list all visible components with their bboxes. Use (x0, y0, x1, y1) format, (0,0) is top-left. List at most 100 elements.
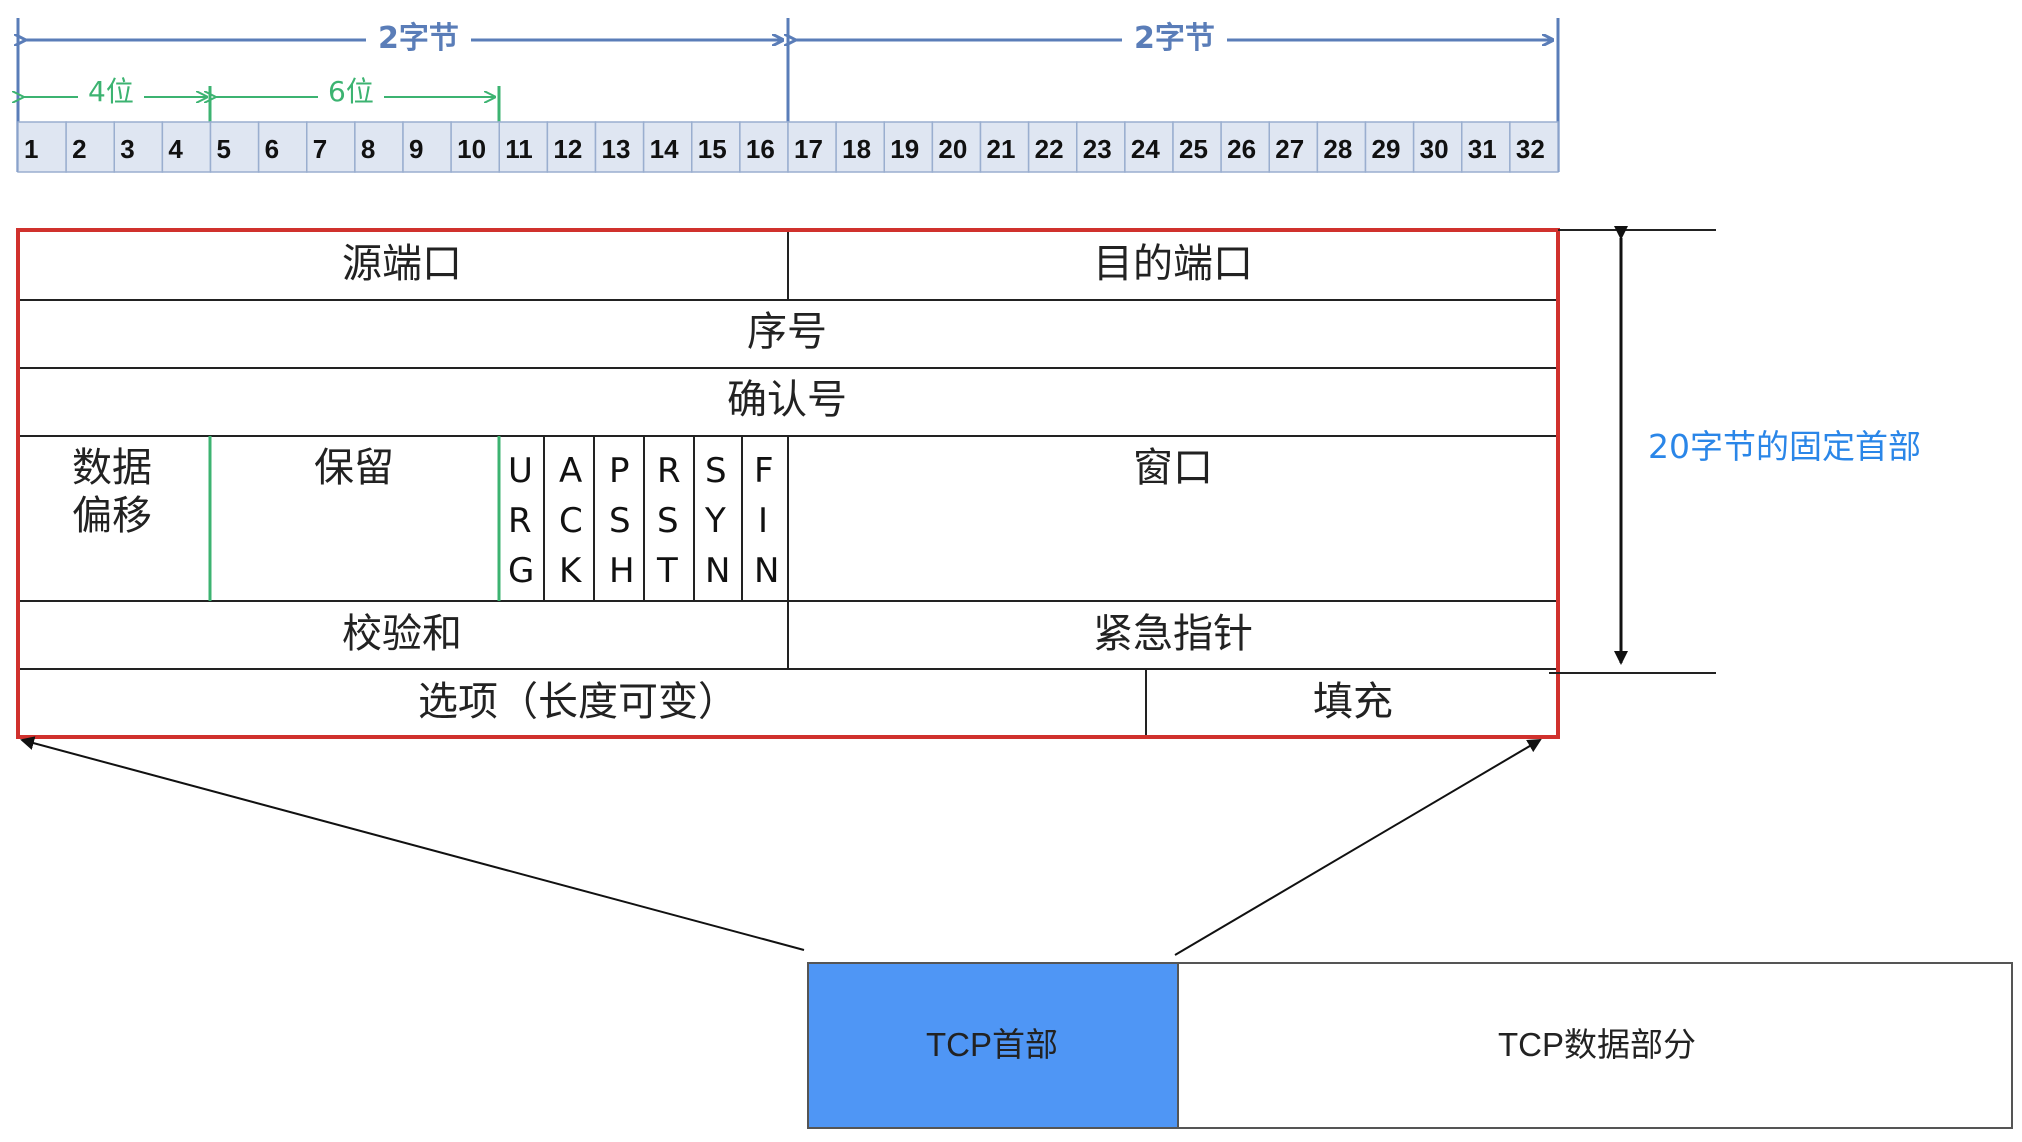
byte-label-2: 2字节 (1122, 24, 1227, 54)
flag-fin-char-2: I (758, 501, 769, 541)
bit-number: 10 (457, 134, 486, 164)
bit-number: 22 (1035, 134, 1064, 164)
bit-cell (1412, 121, 1463, 173)
header-table-border (16, 228, 1560, 739)
bit-cell (691, 121, 741, 173)
field-sequence-number: 序号 (747, 309, 827, 355)
expand-line-right (1174, 738, 1542, 956)
bit-number: 12 (553, 134, 582, 164)
bit-cell (1027, 121, 1078, 173)
bit-cell (257, 121, 308, 173)
field-urgent-pointer: 紧急指针 (1093, 611, 1253, 657)
field-destination-port: 目的端口 (1093, 241, 1253, 287)
field-data-offset-line2: 偏移 (72, 493, 152, 539)
bit-cell (1220, 121, 1270, 173)
tcp-data-label: TCP数据部分 (1498, 1026, 1696, 1063)
bit-number: 5 (217, 134, 231, 164)
field-options: 选项（长度可变） (418, 679, 738, 725)
bit-number: 8 (361, 134, 375, 164)
bit-number: 26 (1227, 134, 1256, 164)
flag-urg-char-1: U (508, 451, 533, 491)
bit-cell (1268, 121, 1319, 173)
bit-number: 3 (120, 134, 134, 164)
bit-cell (1509, 121, 1559, 173)
field-window: 窗口 (1133, 445, 1213, 491)
field-checksum: 校验和 (342, 611, 462, 657)
flag-syn-char-3: N (705, 551, 731, 591)
bit-label-4: 4位 (78, 78, 144, 106)
bit-number: 6 (265, 134, 279, 164)
bit-cell (979, 121, 1030, 173)
tcp-header-label: TCP首部 (926, 1026, 1058, 1063)
flag-psh-char-1: P (609, 451, 630, 491)
bit-number: 27 (1275, 134, 1304, 164)
byte-label-1: 2字节 (366, 24, 471, 54)
field-padding: 填充 (1313, 679, 1393, 725)
bit-number: 18 (842, 134, 871, 164)
bit-number: 17 (794, 134, 823, 164)
bit-cell (65, 121, 115, 173)
flag-ack-char-2: C (559, 501, 583, 541)
fixed-header-note: 20字节的固定首部 (1648, 427, 1921, 466)
flag-urg-char-2: R (508, 501, 532, 541)
bit-number: 30 (1420, 134, 1449, 164)
bit-number: 2 (72, 134, 86, 164)
expand-line-left (20, 736, 805, 951)
bit-cell (113, 121, 164, 173)
bit-cell (1076, 121, 1126, 173)
bit-cell (450, 121, 500, 173)
bit-cell (402, 121, 452, 173)
bit-label-6: 6位 (318, 78, 384, 106)
flag-rst-char-3: T (657, 551, 678, 591)
flag-ack-char-3: K (559, 551, 582, 591)
bit-cell (306, 121, 356, 173)
bit-cell (739, 121, 789, 173)
bit-cell (787, 121, 837, 173)
bit-number: 25 (1179, 134, 1208, 164)
field-source-port: 源端口 (342, 241, 462, 287)
bit-number: 24 (1131, 134, 1160, 164)
field-ack-number: 确认号 (727, 377, 847, 423)
flag-rst-char-1: R (657, 451, 681, 491)
field-data-offset-line1: 数据 (72, 445, 152, 491)
flag-syn-char-2: Y (705, 501, 726, 541)
bit-number: 29 (1372, 134, 1401, 164)
flag-ack-char-1: A (559, 451, 583, 491)
bit-cell (161, 121, 212, 173)
bit-number: 15 (698, 134, 727, 164)
header-table-grid (18, 230, 1558, 737)
bit-number: 7 (313, 134, 327, 164)
flag-urg-char-3: G (508, 551, 535, 591)
bit-cell (1172, 121, 1222, 173)
bit-number: 19 (890, 134, 919, 164)
bit-cell (835, 121, 885, 173)
flag-psh-char-3: H (609, 551, 635, 591)
flag-fin-char-1: F (754, 451, 774, 491)
flag-psh-char-2: S (609, 501, 631, 541)
flag-rst-char-2: S (657, 501, 679, 541)
bit-number: 16 (746, 134, 775, 164)
bit-cell (209, 121, 260, 173)
flag-fin-char-3: N (754, 551, 780, 591)
tcp-header-block (807, 962, 1179, 1129)
bit-cell (594, 121, 645, 173)
flag-syn-char-1: S (705, 451, 727, 491)
field-reserved: 保留 (314, 445, 394, 491)
bit-number: 14 (650, 134, 679, 164)
bit-number: 11 (505, 134, 533, 164)
bit-number: 20 (938, 134, 967, 164)
bit-number: 23 (1083, 134, 1112, 164)
bit-number: 28 (1323, 134, 1352, 164)
tcp-data-block (1177, 962, 2013, 1129)
bit-number: 32 (1516, 134, 1545, 164)
bit-number: 1 (24, 134, 38, 164)
bit-number: 31 (1468, 134, 1497, 164)
bit-number: 9 (409, 134, 423, 164)
bit-number: 13 (602, 134, 631, 164)
bit-cell (498, 121, 549, 173)
bit-number: 21 (987, 134, 1016, 164)
bit-number: 4 (168, 134, 183, 164)
